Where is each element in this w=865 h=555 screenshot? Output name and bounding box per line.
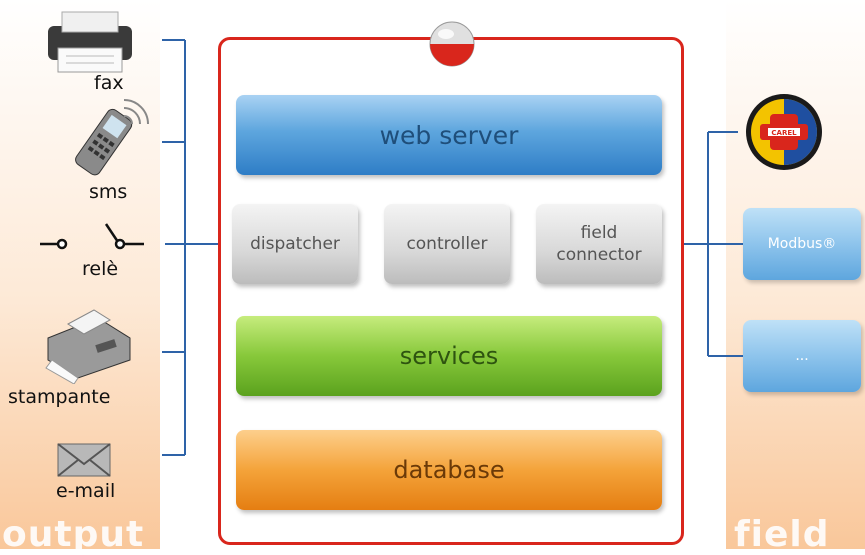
logo-ball-icon — [428, 20, 476, 68]
other-field-label: ... — [795, 348, 809, 364]
controller-label: controller — [406, 234, 488, 254]
stampante-label: stampante — [8, 386, 111, 408]
email-label: e-mail — [56, 480, 116, 502]
other-field-box: ... — [743, 320, 861, 392]
output-section-label: output — [2, 514, 145, 555]
envelope-icon — [56, 442, 112, 482]
controller-module: controller — [384, 204, 510, 284]
web-server-layer: web server — [236, 95, 662, 175]
dispatcher-module: dispatcher — [232, 204, 358, 284]
database-layer: database — [236, 430, 662, 510]
web-server-label: web server — [379, 120, 519, 150]
dispatcher-label: dispatcher — [250, 234, 340, 254]
modbus-box: Modbus® — [743, 208, 861, 280]
rele-label: relè — [82, 258, 119, 280]
printer-icon — [38, 298, 138, 388]
field-connector-label: field connector — [556, 223, 642, 265]
sms-label: sms — [89, 181, 128, 203]
modbus-label: Modbus® — [767, 236, 837, 252]
mobile-phone-icon — [62, 96, 152, 186]
field-connector-module: field connector — [536, 204, 662, 284]
field-section-label: field — [734, 514, 830, 555]
services-label: services — [399, 342, 499, 370]
services-layer: services — [236, 316, 662, 396]
fax-label: fax — [94, 72, 124, 94]
carel-logo-text: CAREL — [771, 129, 797, 137]
relay-switch-icon — [40, 222, 150, 266]
database-label: database — [393, 456, 505, 484]
fax-icon — [40, 8, 140, 82]
carel-logo: CAREL — [744, 92, 824, 176]
